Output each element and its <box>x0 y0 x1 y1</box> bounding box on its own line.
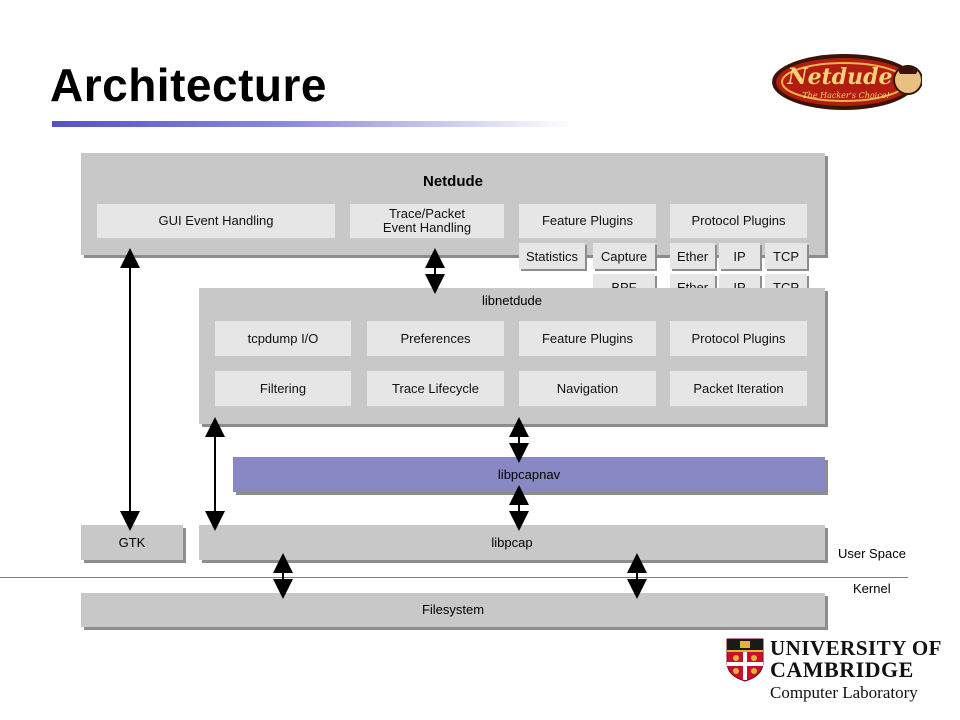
filesystem-panel: Filesystem <box>81 593 825 627</box>
gtk-label: GTK <box>118 535 146 550</box>
university-logo: UNIVERSITY OF CAMBRIDGE Computer Laborat… <box>726 636 942 706</box>
netdude-logo: Netdude The Hacker's Choice! <box>772 54 922 110</box>
title-underline <box>52 121 572 127</box>
libpcapnav-label: libpcapnav <box>497 467 561 482</box>
university-line3: Computer Laboratory <box>770 683 918 702</box>
libpcap-label: libpcap <box>491 535 533 550</box>
statistics-tab: Statistics <box>519 243 585 269</box>
libnetdude-feature-plugins-box: Feature Plugins <box>519 321 656 356</box>
cambridge-crest-icon <box>726 638 764 682</box>
university-line1: UNIVERSITY OF <box>770 636 942 660</box>
tcpdump-io-box: tcpdump I/O <box>215 321 351 356</box>
svg-text:The Hacker's Choice!: The Hacker's Choice! <box>802 91 889 100</box>
gui-event-handling-box: GUI Event Handling <box>97 204 335 238</box>
filesystem-label: Filesystem <box>421 602 485 617</box>
netdude-protocol-plugins-box: Protocol Plugins <box>670 204 807 238</box>
netdude-feature-plugins-box: Feature Plugins <box>519 204 656 238</box>
kernel-label: Kernel <box>853 581 891 596</box>
capture-tab: Capture <box>593 243 655 269</box>
ip-tab-top: IP <box>719 243 760 269</box>
trace-lifecycle-box: Trace Lifecycle <box>367 371 504 406</box>
packet-iteration-box: Packet Iteration <box>670 371 807 406</box>
ether-tab-top: Ether <box>670 243 715 269</box>
netdude-title: Netdude <box>423 173 483 190</box>
filtering-box: Filtering <box>215 371 351 406</box>
trace-packet-event-handling-box: Trace/Packet Event Handling <box>350 204 504 238</box>
slide-title: Architecture <box>50 59 327 111</box>
university-line2: CAMBRIDGE <box>770 657 914 682</box>
libnetdude-protocol-plugins-box: Protocol Plugins <box>670 321 807 356</box>
svg-text:Netdude: Netdude <box>786 64 892 90</box>
tcp-tab-top: TCP <box>765 243 807 269</box>
navigation-box: Navigation <box>519 371 656 406</box>
preferences-box: Preferences <box>367 321 504 356</box>
user-space-label: User Space <box>838 546 906 561</box>
libpcapnav-panel: libpcapnav <box>233 457 825 492</box>
libnetdude-title: libnetdude <box>482 293 542 308</box>
user-kernel-divider <box>0 577 908 578</box>
